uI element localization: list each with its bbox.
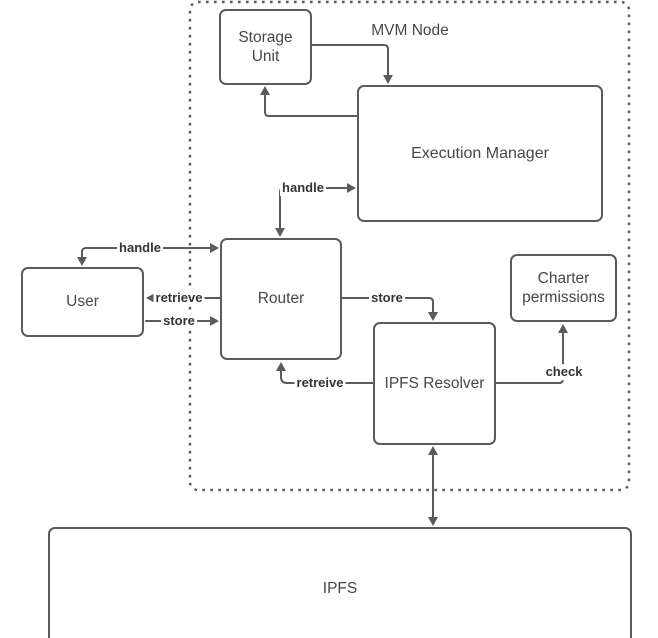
edge-user-router-handle	[81, 247, 212, 259]
edge-label-handle-execution: handle	[280, 180, 326, 196]
arrowhead-into-storage-bottom	[260, 86, 270, 95]
arrowhead-into-execution-top	[383, 75, 393, 84]
arrowhead-into-user-top	[77, 257, 87, 266]
user-label: User	[66, 293, 99, 311]
execution-manager-label: Execution Manager	[411, 144, 549, 162]
edge-resolver-router-retreive	[280, 370, 374, 384]
edge-label-store-router: store	[369, 290, 405, 306]
node-ipfs: IPFS	[48, 527, 632, 638]
arrowhead-into-ipfs-top	[428, 517, 438, 526]
arrowheads	[77, 75, 568, 526]
node-ipfs-resolver: IPFS Resolver	[373, 322, 496, 445]
edge-label-retreive: retreive	[294, 375, 346, 391]
edge-storage-to-execution	[311, 44, 389, 77]
arrowhead-into-router-top	[275, 228, 285, 237]
arrowhead-into-resolver-bottom	[428, 446, 438, 455]
arrowhead-into-router-left-handle	[210, 243, 219, 253]
edge-execution-to-storage	[264, 93, 358, 117]
mvm-node-label: MVM Node	[371, 22, 449, 39]
arrowhead-into-router-bottom	[276, 362, 286, 371]
charter-permissions-label: Charter permissions	[522, 269, 605, 306]
arrowhead-into-router-left-store	[210, 316, 219, 326]
ipfs-label: IPFS	[322, 580, 358, 598]
edge-label-store-user: store	[161, 313, 197, 329]
node-user: User	[21, 267, 144, 337]
arrowhead-into-execution-left	[347, 183, 356, 193]
edge-router-resolver-store	[341, 297, 434, 314]
node-charter-permissions: Charter permissions	[510, 254, 617, 322]
arrowhead-into-user-right	[146, 293, 155, 303]
arrowhead-into-resolver-top	[428, 312, 438, 321]
node-router: Router	[220, 238, 342, 360]
arrowhead-into-charter-bottom	[558, 324, 568, 333]
storage-unit-label: Storage Unit	[238, 28, 293, 65]
edge-label-check: check	[543, 364, 585, 380]
edge-label-handle-user: handle	[117, 240, 163, 256]
node-execution-manager: Execution Manager	[357, 85, 603, 222]
edge-label-retrieve: retrieve	[153, 290, 205, 306]
node-storage-unit: Storage Unit	[219, 9, 312, 85]
ipfs-resolver-label: IPFS Resolver	[384, 374, 485, 392]
router-label: Router	[257, 290, 305, 308]
